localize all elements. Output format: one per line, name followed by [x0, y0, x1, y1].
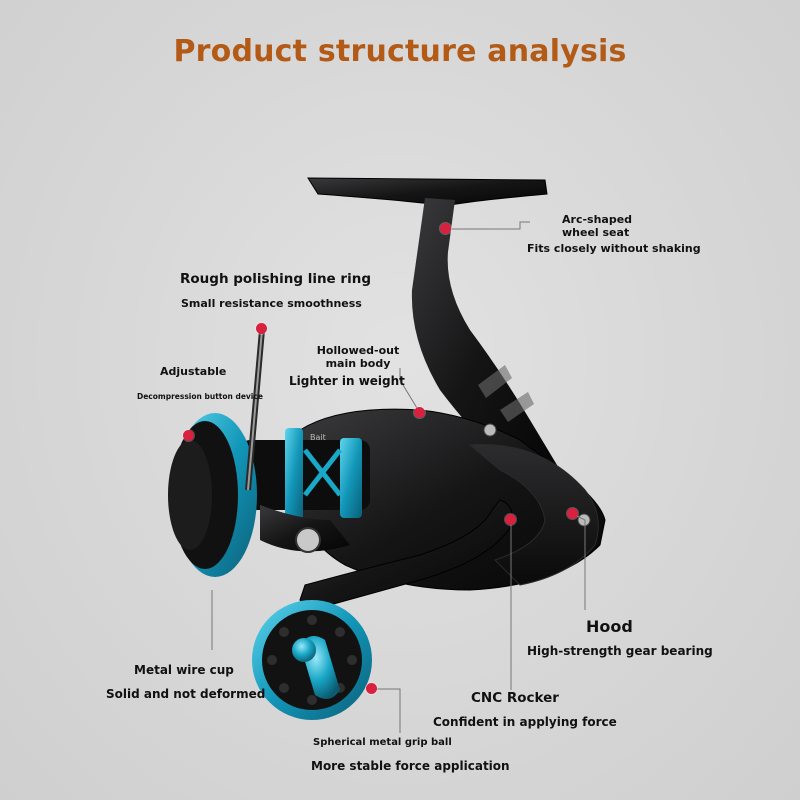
marker-adjustable: [183, 430, 194, 441]
marker-rocker: [505, 514, 516, 525]
svg-text:Bait: Bait: [310, 433, 326, 442]
label-line-ring-title: Rough polishing line ring: [180, 271, 371, 287]
marker-wheel-seat: [440, 223, 451, 234]
label-line-ring-sub: Small resistance smoothness: [181, 297, 362, 310]
reel-hood: [468, 444, 599, 586]
label-main-body-sub: Lighter in weight: [289, 374, 405, 388]
label-grip-ball-title: Spherical metal grip ball: [313, 737, 452, 748]
label-wire-cup-sub: Solid and not deformed: [106, 687, 266, 701]
label-main-body: Hollowed-out main body: [316, 344, 400, 370]
label-rocker-sub: Confident in applying force: [433, 715, 617, 729]
marker-hood: [567, 508, 578, 519]
label-wheel-seat: Arc-shaped wheel seat: [562, 213, 633, 239]
marker-line-ring: [256, 323, 267, 334]
label-hood-title: Hood: [586, 617, 633, 636]
label-adjustable-sub: Decompression button device: [137, 392, 263, 401]
label-rocker-title: CNC Rocker: [471, 690, 559, 706]
label-hood-sub: High-strength gear bearing: [527, 644, 713, 658]
label-adjustable-title: Adjustable: [160, 365, 227, 378]
label-wheel-seat-sub: Fits closely without shaking: [527, 242, 701, 255]
label-grip-ball-sub: More stable force application: [311, 759, 510, 773]
marker-main-body: [414, 407, 425, 418]
page-title: Product structure analysis: [173, 34, 627, 69]
marker-grip-ball: [366, 683, 377, 694]
label-wire-cup-title: Metal wire cup: [134, 663, 234, 677]
